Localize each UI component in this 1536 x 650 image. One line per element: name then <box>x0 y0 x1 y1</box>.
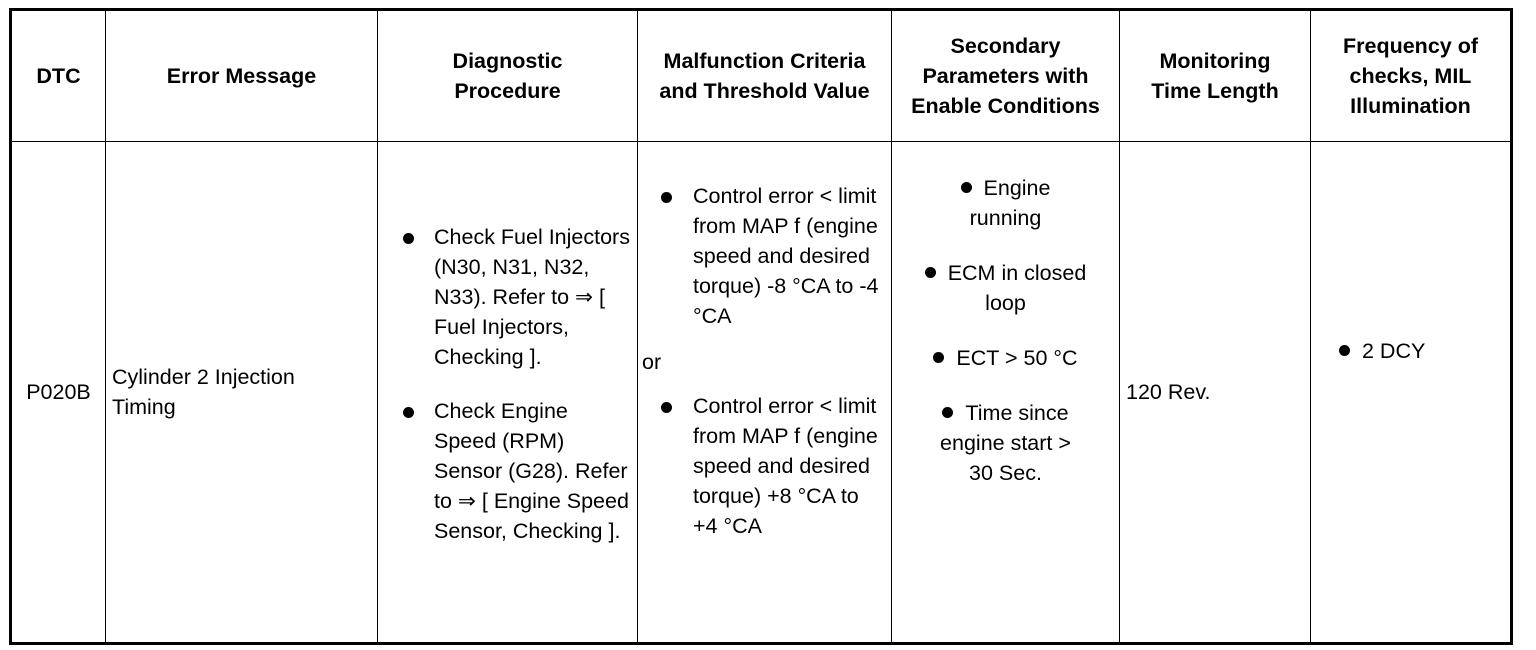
bullet-icon <box>933 351 945 363</box>
header-malfunction-criteria: Malfunction Criteria and Threshold Value <box>637 9 892 142</box>
header-row: DTC Error Message Diagnostic Procedure M… <box>10 9 1512 142</box>
criteria-item-2: Control error < limit from MAP f (engine… <box>638 391 891 541</box>
dtc-table: DTC Error Message Diagnostic Procedure M… <box>9 8 1513 645</box>
bullet-icon <box>661 402 672 413</box>
list-item: Time since engine start > 30 Sec. <box>892 398 1119 488</box>
list-item: ECM in closed loop <box>892 258 1119 318</box>
bullet-icon <box>661 192 672 203</box>
secondary-param-2: ECM in closed loop <box>947 260 1087 315</box>
cell-frequency: 2 DCY <box>1310 141 1512 644</box>
cell-monitoring-time: 120 Rev. <box>1119 141 1311 644</box>
cell-secondary-parameters: Engine running ECM in closed loop ECT > … <box>891 141 1120 644</box>
criteria-text-1: Control error < limit from MAP f (engine… <box>693 184 879 328</box>
header-error-message: Error Message <box>105 9 378 142</box>
error-message-text: Cylinder 2 Injection Timing <box>112 365 295 419</box>
dtc-table-container: DTC Error Message Diagnostic Procedure M… <box>9 8 1513 645</box>
frequency-text: 2 DCY <box>1362 339 1426 363</box>
list-item: ECT > 50 °C <box>892 343 1119 373</box>
header-dtc: DTC <box>10 9 106 142</box>
bullet-icon <box>960 181 972 193</box>
bullet-icon <box>403 233 414 244</box>
criteria-item-1: Control error < limit from MAP f (engine… <box>638 181 891 331</box>
table-row: P020B Cylinder 2 Injection Timing Check … <box>10 141 1512 644</box>
header-secondary-parameters: Secondary Parameters with Enable Conditi… <box>891 9 1120 142</box>
bullet-icon <box>403 407 414 418</box>
header-monitoring-time: Monitoring Time Length <box>1119 9 1311 142</box>
secondary-param-1: Engine running <box>969 175 1051 230</box>
list-item: Check Engine Speed (RPM) Sensor (G28). R… <box>378 396 637 546</box>
list-item: Check Fuel Injectors (N30, N31, N32, N33… <box>378 222 637 372</box>
secondary-parameters-list: Engine running ECM in closed loop ECT > … <box>892 173 1119 488</box>
bullet-icon <box>1339 345 1350 356</box>
cell-malfunction-criteria: Control error < limit from MAP f (engine… <box>637 141 892 644</box>
secondary-param-3: ECT > 50 °C <box>956 345 1078 370</box>
secondary-param-4: Time since engine start > 30 Sec. <box>940 400 1071 485</box>
list-item: Engine running <box>892 173 1119 233</box>
criteria-text-2: Control error < limit from MAP f (engine… <box>693 394 878 538</box>
cell-error-message: Cylinder 2 Injection Timing <box>105 141 378 644</box>
bullet-icon <box>924 266 936 278</box>
procedure-step-1: Check Fuel Injectors (N30, N31, N32, N33… <box>434 225 630 369</box>
cell-diagnostic-procedure: Check Fuel Injectors (N30, N31, N32, N33… <box>377 141 638 644</box>
criteria-or: or <box>642 350 662 374</box>
procedure-step-2: Check Engine Speed (RPM) Sensor (G28). R… <box>434 399 629 543</box>
header-diagnostic-procedure: Diagnostic Procedure <box>377 9 638 142</box>
cell-dtc: P020B <box>10 141 106 644</box>
header-frequency: Frequency of checks, MIL Illumination <box>1310 9 1512 142</box>
bullet-icon <box>942 406 954 418</box>
procedure-list: Check Fuel Injectors (N30, N31, N32, N33… <box>378 222 637 546</box>
